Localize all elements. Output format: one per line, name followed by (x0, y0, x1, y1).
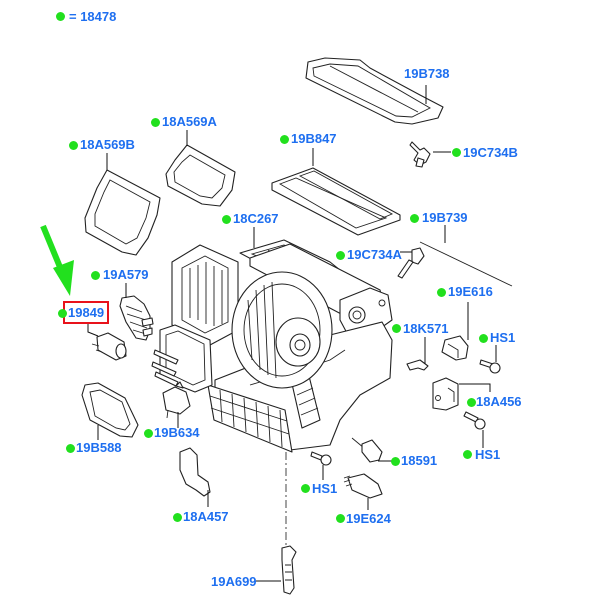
callout-dot (91, 271, 100, 280)
part-19E616-sensor[interactable] (441, 335, 469, 361)
callout-HS1-a[interactable]: HS1 (490, 330, 516, 345)
part-HS1-screw-a[interactable] (479, 359, 501, 374)
part-18A569B-seal[interactable] (84, 169, 161, 256)
callout-dot (479, 334, 488, 343)
part-19849-resistor[interactable] (91, 332, 127, 361)
callout-19B738[interactable]: 19B738 (404, 66, 450, 81)
callout-dot (280, 135, 289, 144)
part-19C734B-actuator[interactable] (409, 141, 431, 168)
callout-18C267[interactable]: 18C267 (233, 211, 279, 226)
leader-lines (87, 85, 497, 582)
callout-HS1-b[interactable]: HS1 (475, 447, 501, 462)
part-19B634-actuator[interactable] (162, 381, 191, 420)
callout-18591[interactable]: 18591 (401, 453, 438, 468)
callout-dot (151, 118, 160, 127)
callout-dot (301, 484, 310, 493)
callout-19E616[interactable]: 19E616 (448, 284, 493, 299)
callout-dot (336, 514, 345, 523)
callout-19C734B[interactable]: 19C734B (463, 145, 518, 160)
callout-19A579[interactable]: 19A579 (103, 267, 149, 282)
callout-dot (391, 457, 400, 466)
part-19E624-actuator[interactable] (343, 473, 383, 499)
callout-19B634[interactable]: 19B634 (154, 425, 200, 440)
part-HS1-screw-b[interactable] (463, 411, 486, 430)
callout-HS1-c[interactable]: HS1 (312, 481, 338, 496)
callout-dot (437, 288, 446, 297)
callout-dot (452, 148, 461, 157)
part-19B739-wire[interactable] (419, 241, 513, 287)
callout-19A699[interactable]: 19A699 (211, 574, 257, 589)
callout-dot (392, 324, 401, 333)
part-18C267-housing[interactable] (151, 239, 393, 453)
part-18K571-clip[interactable] (406, 359, 429, 371)
legend-dot (56, 12, 65, 21)
callout-18A457[interactable]: 18A457 (183, 509, 229, 524)
part-18591-sensor[interactable] (351, 437, 383, 463)
callout-dot (173, 513, 182, 522)
callout-dot (66, 444, 75, 453)
callout-dot (463, 450, 472, 459)
part-19B588-cover[interactable] (81, 382, 139, 438)
green-pointer-arrow (40, 224, 74, 296)
callout-dot (69, 141, 78, 150)
part-19A579-grille[interactable] (119, 295, 154, 341)
part-18A457-duct[interactable] (179, 447, 211, 497)
legend-text: = 18478 (69, 9, 117, 24)
callout-dot (336, 251, 345, 260)
callout-19C734A[interactable]: 19C734A (347, 247, 402, 262)
part-19C734A-actuator[interactable] (397, 247, 425, 279)
callout-19B847[interactable]: 19B847 (291, 131, 337, 146)
part-19A699-connector[interactable] (281, 452, 297, 595)
callout-19E624[interactable]: 19E624 (346, 511, 391, 526)
callout-19849[interactable]: 19849 (68, 305, 105, 320)
callout-19B588[interactable]: 19B588 (76, 440, 122, 455)
part-HS1-screw-c[interactable] (310, 451, 332, 466)
part-19B847-filter-frame[interactable] (271, 167, 401, 236)
callout-dot (467, 398, 476, 407)
callout-18A569A[interactable]: 18A569A (162, 114, 217, 129)
callout-dot (58, 309, 67, 318)
callout-18A569B[interactable]: 18A569B (80, 137, 135, 152)
part-18A569A-seal[interactable] (165, 144, 236, 207)
part-19B738-seal[interactable] (305, 57, 444, 125)
callout-18K571[interactable]: 18K571 (403, 321, 449, 336)
callout-19B739[interactable]: 19B739 (422, 210, 468, 225)
callout-dot (222, 215, 231, 224)
part-18A456-bracket[interactable] (432, 377, 459, 411)
callout-18A456[interactable]: 18A456 (476, 394, 522, 409)
callout-dot (410, 214, 419, 223)
callout-dot (144, 429, 153, 438)
